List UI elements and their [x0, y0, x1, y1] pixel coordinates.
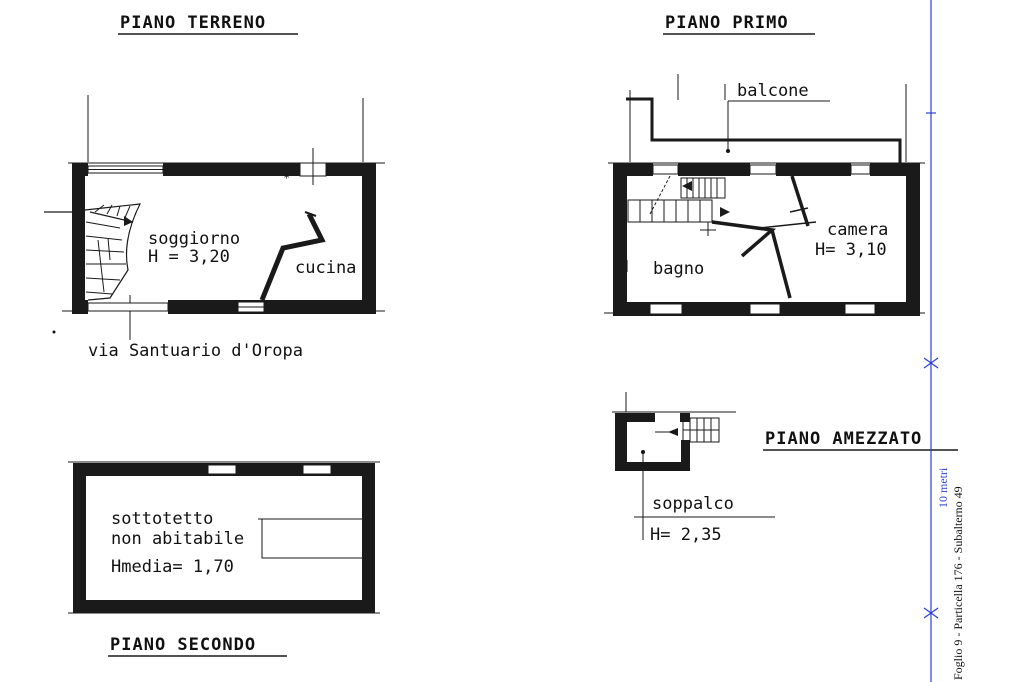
room-label-bagno: bagno [653, 259, 704, 279]
room-label-sottotetto: sottotetto [111, 509, 213, 529]
first-floor-title: PIANO PRIMO [665, 13, 789, 33]
first-floor-plan: PIANO PRIMO balcone [604, 13, 925, 316]
room-height-soggiorno: H = 3,20 [148, 247, 230, 267]
room-height-soppalco: H= 2,35 [650, 525, 722, 545]
room-height-camera: H= 3,10 [815, 240, 887, 260]
room-label-cucina: cucina [295, 258, 356, 278]
room-height-sottotetto: Hmedia= 1,70 [111, 557, 234, 577]
mezzanine-title: PIANO AMEZZATO [765, 429, 922, 449]
scale-bar: 10 metri [923, 0, 950, 682]
room-label-camera: camera [827, 220, 888, 240]
balcony-label: balcone [737, 81, 809, 101]
mezzanine-plan: PIANO AMEZZATO soppalco H= 2,35 [612, 392, 958, 545]
room-label-soppalco: soppalco [652, 494, 734, 514]
street-label: via Santuario d'Oropa [88, 341, 303, 361]
room-label-soggiorno: soggiorno [148, 229, 240, 249]
cadastral-reference: Foglio 9 - Particella 176 - Subalterno 4… [951, 486, 965, 680]
scale-bar-label: 10 metri [936, 467, 950, 508]
room-label-non-abitabile: non abitabile [111, 529, 244, 549]
ground-floor-staircase [44, 203, 142, 301]
second-floor-plan: sottotetto non abitabile Hmedia= 1,70 PI… [68, 461, 380, 657]
ground-floor-plan: PIANO TERRENO * [44, 13, 385, 361]
first-floor-staircase [627, 175, 730, 236]
svg-text:*: * [283, 171, 290, 185]
second-floor-title: PIANO SECONDO [110, 635, 256, 655]
ground-floor-title: PIANO TERRENO [120, 13, 266, 33]
